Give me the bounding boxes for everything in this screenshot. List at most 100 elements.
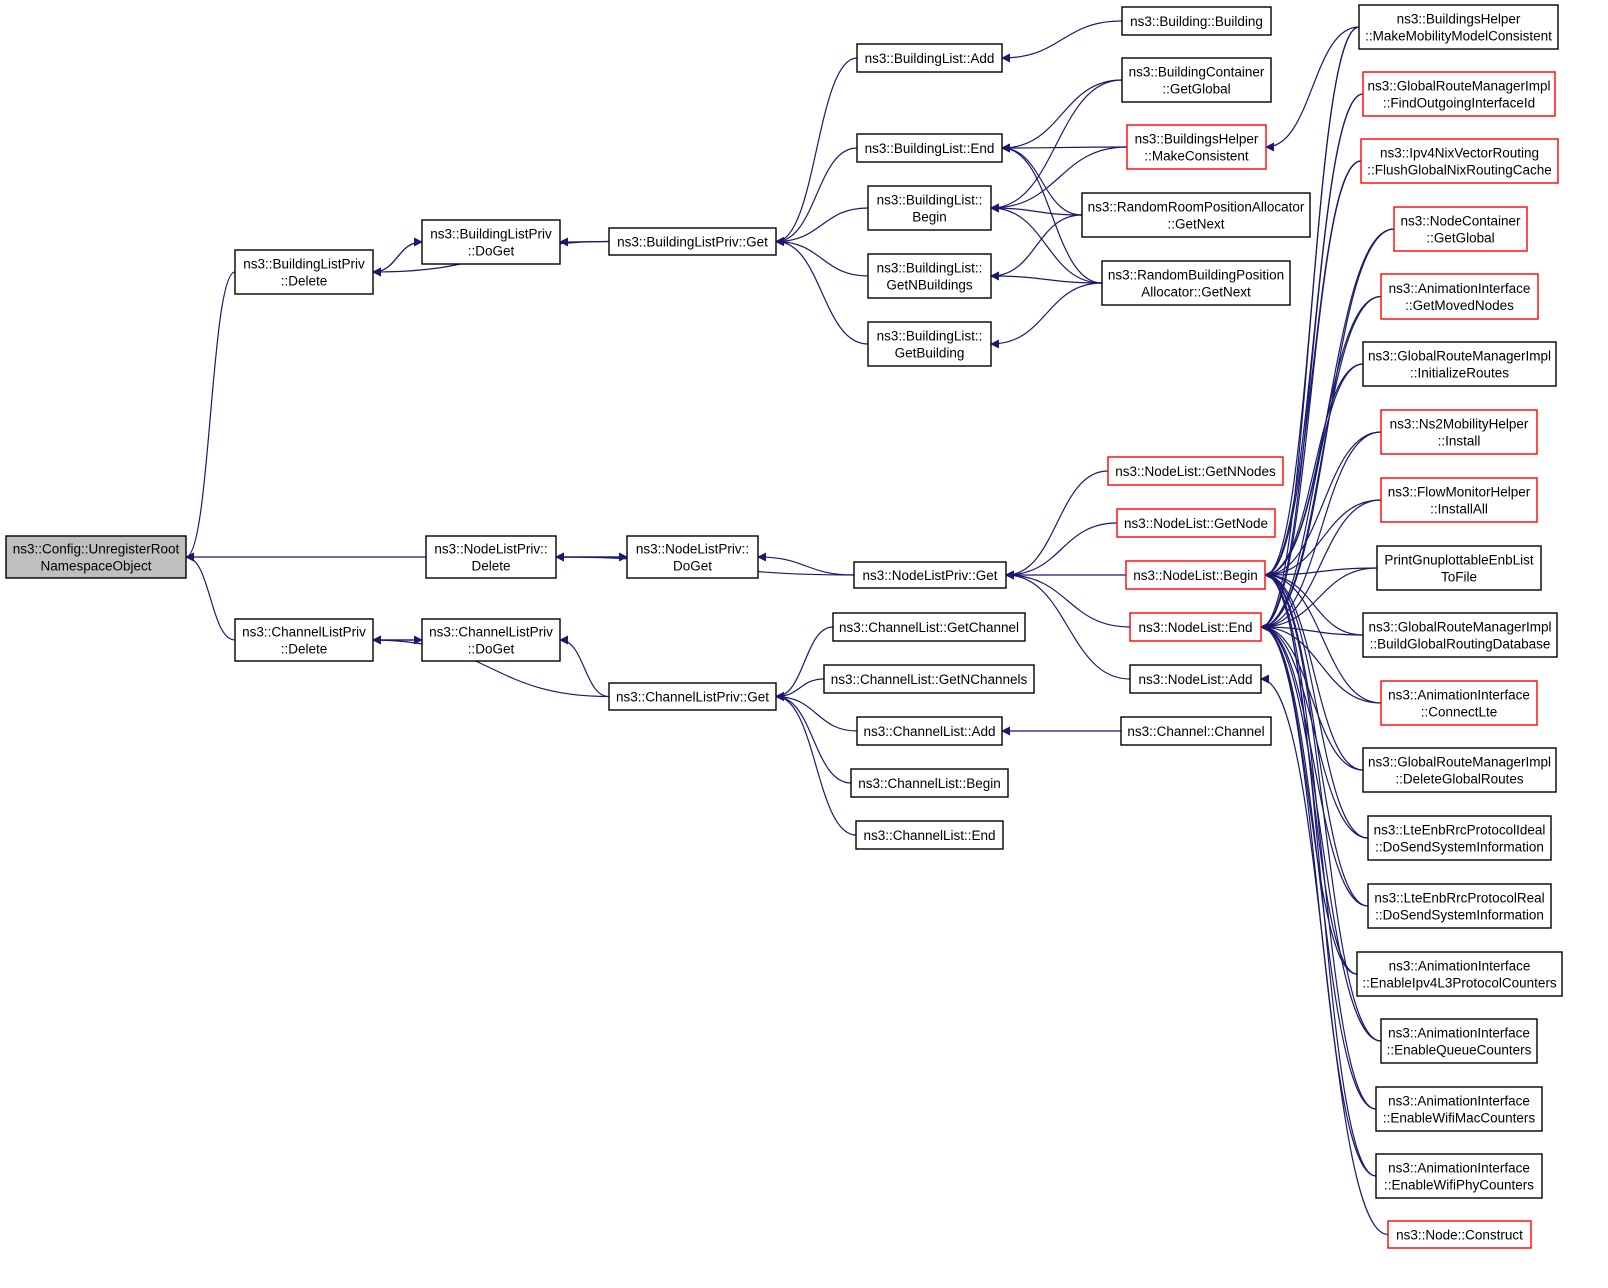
edge-rbpa-getnext-to-bl-getb [990, 282, 1103, 349]
node-box [1375, 1153, 1543, 1199]
node-label-line: ::DeleteGlobalRoutes [1395, 772, 1524, 787]
node-box [1129, 612, 1262, 642]
edge-grm-delete-to-nl-end [1260, 622, 1364, 771]
node-box [856, 716, 1003, 746]
node-label-line: ::MakeMobilityModelConsistent [1365, 29, 1552, 44]
node-cl-add[interactable]: ns3::ChannelList::Add [856, 716, 1003, 746]
edge-bh-makeconsistent-to-bl-end [1001, 143, 1128, 153]
node-cl-begin[interactable]: ns3::ChannelList::Begin [850, 768, 1009, 798]
node-grm-foii[interactable]: ns3::GlobalRouteManagerImpl::FindOutgoin… [1362, 71, 1556, 117]
edge-clp-delete-to-root [185, 552, 236, 641]
node-nl-end[interactable]: ns3::NodeList::End [1129, 612, 1262, 642]
node-label-line: ns3::NodeList::GetNNodes [1115, 464, 1276, 479]
node-nlp-get[interactable]: ns3::NodeListPriv::Get [853, 561, 1007, 589]
node-box [421, 618, 561, 662]
node-nlp-doget[interactable]: ns3::NodeListPriv::DoGet [626, 535, 759, 579]
node-label-line: ns3::RandomRoomPositionAllocator [1088, 200, 1305, 215]
node-ai-queue[interactable]: ns3::AnimationInterface::EnableQueueCoun… [1380, 1018, 1538, 1064]
node-bl-getn[interactable]: ns3::BuildingList::GetNBuildings [867, 253, 992, 299]
node-ns2-install[interactable]: ns3::Ns2MobilityHelper::Install [1380, 409, 1538, 455]
node-label-line: ns3::ChannelList::Begin [858, 776, 1001, 791]
node-rrpa-getnext[interactable]: ns3::RandomRoomPositionAllocator::GetNex… [1081, 192, 1311, 238]
node-label-line: NamespaceObject [40, 559, 151, 574]
node-box [1367, 883, 1552, 929]
node-channel-ctor[interactable]: ns3::Channel::Channel [1120, 716, 1272, 746]
node-box [1107, 456, 1284, 486]
node-node-construct[interactable]: ns3::Node::Construct [1387, 1220, 1532, 1249]
node-box [856, 133, 1003, 163]
node-lte-real[interactable]: ns3::LteEnbRrcProtocolReal::DoSendSystem… [1367, 883, 1552, 929]
node-label-line: ::DoSendSystemInformation [1375, 908, 1544, 923]
node-bc-getglobal[interactable]: ns3::BuildingContainer::GetGlobal [1121, 57, 1272, 103]
node-box [1380, 409, 1538, 455]
node-ai-connectlte[interactable]: ns3::AnimationInterface::ConnectLte [1380, 680, 1538, 726]
node-ai-wifiphy[interactable]: ns3::AnimationInterface::EnableWifiPhyCo… [1375, 1153, 1543, 1199]
node-box [1360, 138, 1559, 184]
node-label-line: ns3::NodeList::GetNode [1124, 516, 1268, 531]
node-box [1380, 273, 1539, 320]
node-cl-getchannel[interactable]: ns3::ChannelList::GetChannel [832, 612, 1026, 642]
node-bl-getb[interactable]: ns3::BuildingList::GetBuilding [867, 321, 992, 367]
node-label-line: ns3::Config::UnregisterRoot [13, 542, 180, 557]
node-blp-get[interactable]: ns3::BuildingListPriv::Get [608, 227, 777, 256]
node-label-line: ns3::AnimationInterface [1388, 688, 1530, 703]
edge-nl-end-to-nlp-get [1005, 570, 1131, 628]
node-label-line: ns3::NodeListPriv:: [636, 542, 749, 557]
node-box [608, 227, 777, 256]
edge-rrpa-getnext-to-bl-getn [990, 214, 1083, 281]
node-bl-begin[interactable]: ns3::BuildingList::Begin [867, 185, 992, 231]
node-root[interactable]: ns3::Config::UnregisterRootNamespaceObje… [5, 535, 187, 579]
node-fm-installall[interactable]: ns3::FlowMonitorHelper::InstallAll [1380, 477, 1538, 523]
node-box [425, 535, 557, 579]
node-clp-get[interactable]: ns3::ChannelListPriv::Get [608, 682, 777, 711]
node-box [1362, 612, 1558, 658]
node-blp-doget[interactable]: ns3::BuildingListPriv::DoGet [421, 219, 561, 265]
node-label-line: ::DoGet [468, 642, 515, 657]
node-label-line: ::GetMovedNodes [1405, 298, 1514, 313]
edge-rbpa-getnext-to-bl-end [1001, 143, 1103, 284]
node-clp-delete[interactable]: ns3::ChannelListPriv::Delete [234, 618, 374, 662]
node-nl-add[interactable]: ns3::NodeList::Add [1129, 664, 1262, 694]
node-clp-doget[interactable]: ns3::ChannelListPriv::DoGet [421, 618, 561, 662]
node-label-line: ::EnableIpv4L3ProtocolCounters [1362, 976, 1557, 991]
node-rbpa-getnext[interactable]: ns3::RandomBuildingPositionAllocator::Ge… [1101, 260, 1291, 306]
node-cl-getnchannels[interactable]: ns3::ChannelList::GetNChannels [823, 664, 1035, 694]
node-nl-begin[interactable]: ns3::NodeList::Begin [1125, 560, 1266, 590]
edge-rbpa-getnext-to-bl-begin [990, 203, 1103, 284]
node-ai-getmoved[interactable]: ns3::AnimationInterface::GetMovedNodes [1380, 273, 1539, 320]
node-nix-flush[interactable]: ns3::Ipv4NixVectorRouting::FlushGlobalNi… [1360, 138, 1559, 184]
node-label-line: ns3::BuildingContainer [1129, 65, 1265, 80]
node-bh-makeconsistent[interactable]: ns3::BuildingsHelper::MakeConsistent [1126, 124, 1267, 170]
node-box [1356, 951, 1563, 997]
node-box [853, 561, 1007, 589]
edge-fm-installall-to-nl-begin [1264, 499, 1382, 580]
node-bl-add[interactable]: ns3::BuildingList::Add [856, 43, 1003, 73]
node-building-ctor[interactable]: ns3::Building::Building [1121, 6, 1272, 36]
node-label-line: ns3::NodeList::Add [1138, 672, 1252, 687]
node-nc-getglobal[interactable]: ns3::NodeContainer::GetGlobal [1393, 206, 1528, 252]
node-grm-build[interactable]: ns3::GlobalRouteManagerImpl::BuildGlobal… [1362, 612, 1558, 658]
node-label-line: ns3::BuildingList::End [865, 141, 995, 156]
node-label-line: ns3::LteEnbRrcProtocolIdeal [1374, 823, 1546, 838]
node-box [1121, 6, 1272, 36]
node-nlp-delete[interactable]: ns3::NodeListPriv::Delete [425, 535, 557, 579]
edge-ai-getmoved-to-nl-begin [1264, 295, 1382, 580]
node-lte-ideal[interactable]: ns3::LteEnbRrcProtocolIdeal::DoSendSyste… [1367, 815, 1552, 861]
node-label-line: ns3::Ipv4NixVectorRouting [1380, 146, 1539, 161]
node-label-line: ns3::BuildingListPriv [243, 257, 365, 272]
node-bh-mmmc[interactable]: ns3::BuildingsHelper::MakeMobilityModelC… [1358, 4, 1559, 50]
node-grm-delete[interactable]: ns3::GlobalRouteManagerImpl::DeleteGloba… [1362, 747, 1557, 793]
node-ai-ipv4[interactable]: ns3::AnimationInterface::EnableIpv4L3Pro… [1356, 951, 1563, 997]
node-nl-getnnodes[interactable]: ns3::NodeList::GetNNodes [1107, 456, 1284, 486]
node-grm-initroutes[interactable]: ns3::GlobalRouteManagerImpl::InitializeR… [1362, 341, 1557, 387]
node-nl-getnode[interactable]: ns3::NodeList::GetNode [1116, 508, 1276, 538]
node-ai-wifimac[interactable]: ns3::AnimationInterface::EnableWifiMacCo… [1375, 1086, 1543, 1132]
node-blp-delete[interactable]: ns3::BuildingListPriv::Delete [234, 249, 374, 295]
node-label-line: PrintGnuplottableEnbList [1384, 553, 1534, 568]
edge-grm-foii-to-nl-end [1260, 93, 1364, 632]
node-bl-end[interactable]: ns3::BuildingList::End [856, 133, 1003, 163]
node-box [832, 612, 1026, 642]
edge-blp-delete-to-root [185, 271, 236, 562]
node-cl-end[interactable]: ns3::ChannelList::End [855, 820, 1004, 850]
